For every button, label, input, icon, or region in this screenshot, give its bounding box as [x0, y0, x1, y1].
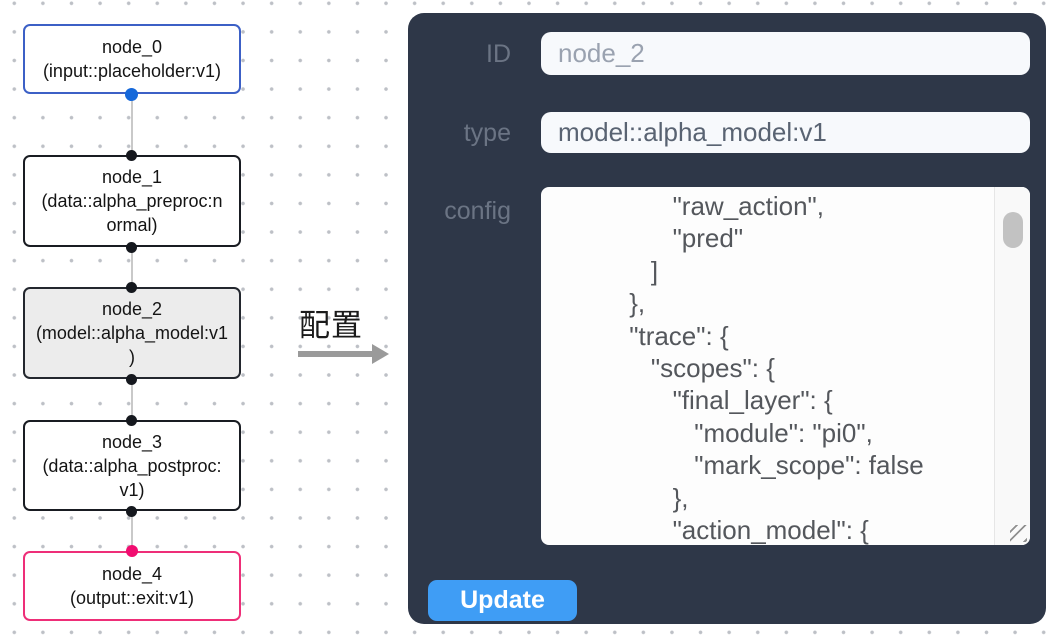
config-panel: ID type config "raw_action", "pred" ] },…: [408, 13, 1046, 624]
scrollbar-thumb[interactable]: [1003, 212, 1023, 248]
node-node_1[interactable]: node_1 (data::alpha_preproc:n ormal): [23, 155, 241, 247]
connector-dot-in[interactable]: [126, 545, 138, 557]
node-subtitle: ): [129, 347, 135, 367]
edge-line: [131, 94, 133, 155]
config-scrollbar[interactable]: [994, 187, 1030, 545]
node-subtitle: (data::alpha_preproc:n: [41, 191, 223, 211]
connector-dot-in[interactable]: [126, 281, 137, 293]
id-input[interactable]: [541, 32, 1030, 75]
node-title: node_2: [101, 299, 163, 319]
node-subtitle: (output::exit:v1): [69, 588, 195, 608]
node-node_3[interactable]: node_3 (data::alpha_postproc: v1): [23, 420, 241, 511]
connector-dot-out[interactable]: [125, 88, 138, 101]
edge-line: [131, 247, 133, 287]
edge-line: [131, 511, 133, 551]
node-subtitle: (model::alpha_model:v1: [35, 323, 229, 343]
update-button[interactable]: Update: [428, 580, 577, 621]
node-title: node_0: [101, 37, 163, 57]
node-subtitle: (input::placeholder:v1): [42, 61, 222, 81]
type-input[interactable]: [541, 112, 1030, 153]
connector-dot-out[interactable]: [126, 505, 137, 517]
node-title: node_1: [101, 167, 163, 187]
configure-annotation-label: 配置: [299, 308, 363, 343]
node-subtitle: v1): [119, 479, 145, 500]
node-node_2[interactable]: node_2 (model::alpha_model:v1 ): [23, 287, 241, 379]
node-subtitle: (data::alpha_postproc:: [42, 455, 222, 476]
edge-line: [131, 379, 133, 420]
resize-handle-icon[interactable]: [1010, 525, 1027, 542]
connector-dot-in[interactable]: [126, 149, 137, 161]
config-textarea[interactable]: "raw_action", "pred" ] }, "trace": { "sc…: [541, 187, 1030, 545]
node-node_4[interactable]: node_4 (output::exit:v1): [23, 551, 241, 621]
node-node_0[interactable]: node_0 (input::placeholder:v1): [23, 24, 241, 94]
connector-dot-in[interactable]: [126, 414, 137, 426]
connector-dot-out[interactable]: [126, 373, 137, 385]
connector-dot-out[interactable]: [126, 241, 137, 253]
node-subtitle: ormal): [106, 215, 158, 235]
node-title: node_3: [101, 431, 163, 452]
config-label: config: [444, 197, 511, 225]
id-label: ID: [486, 40, 511, 68]
type-label: type: [463, 119, 511, 147]
node-title: node_4: [101, 564, 163, 584]
config-json-text: "raw_action", "pred" ] }, "trace": { "sc…: [629, 191, 924, 545]
